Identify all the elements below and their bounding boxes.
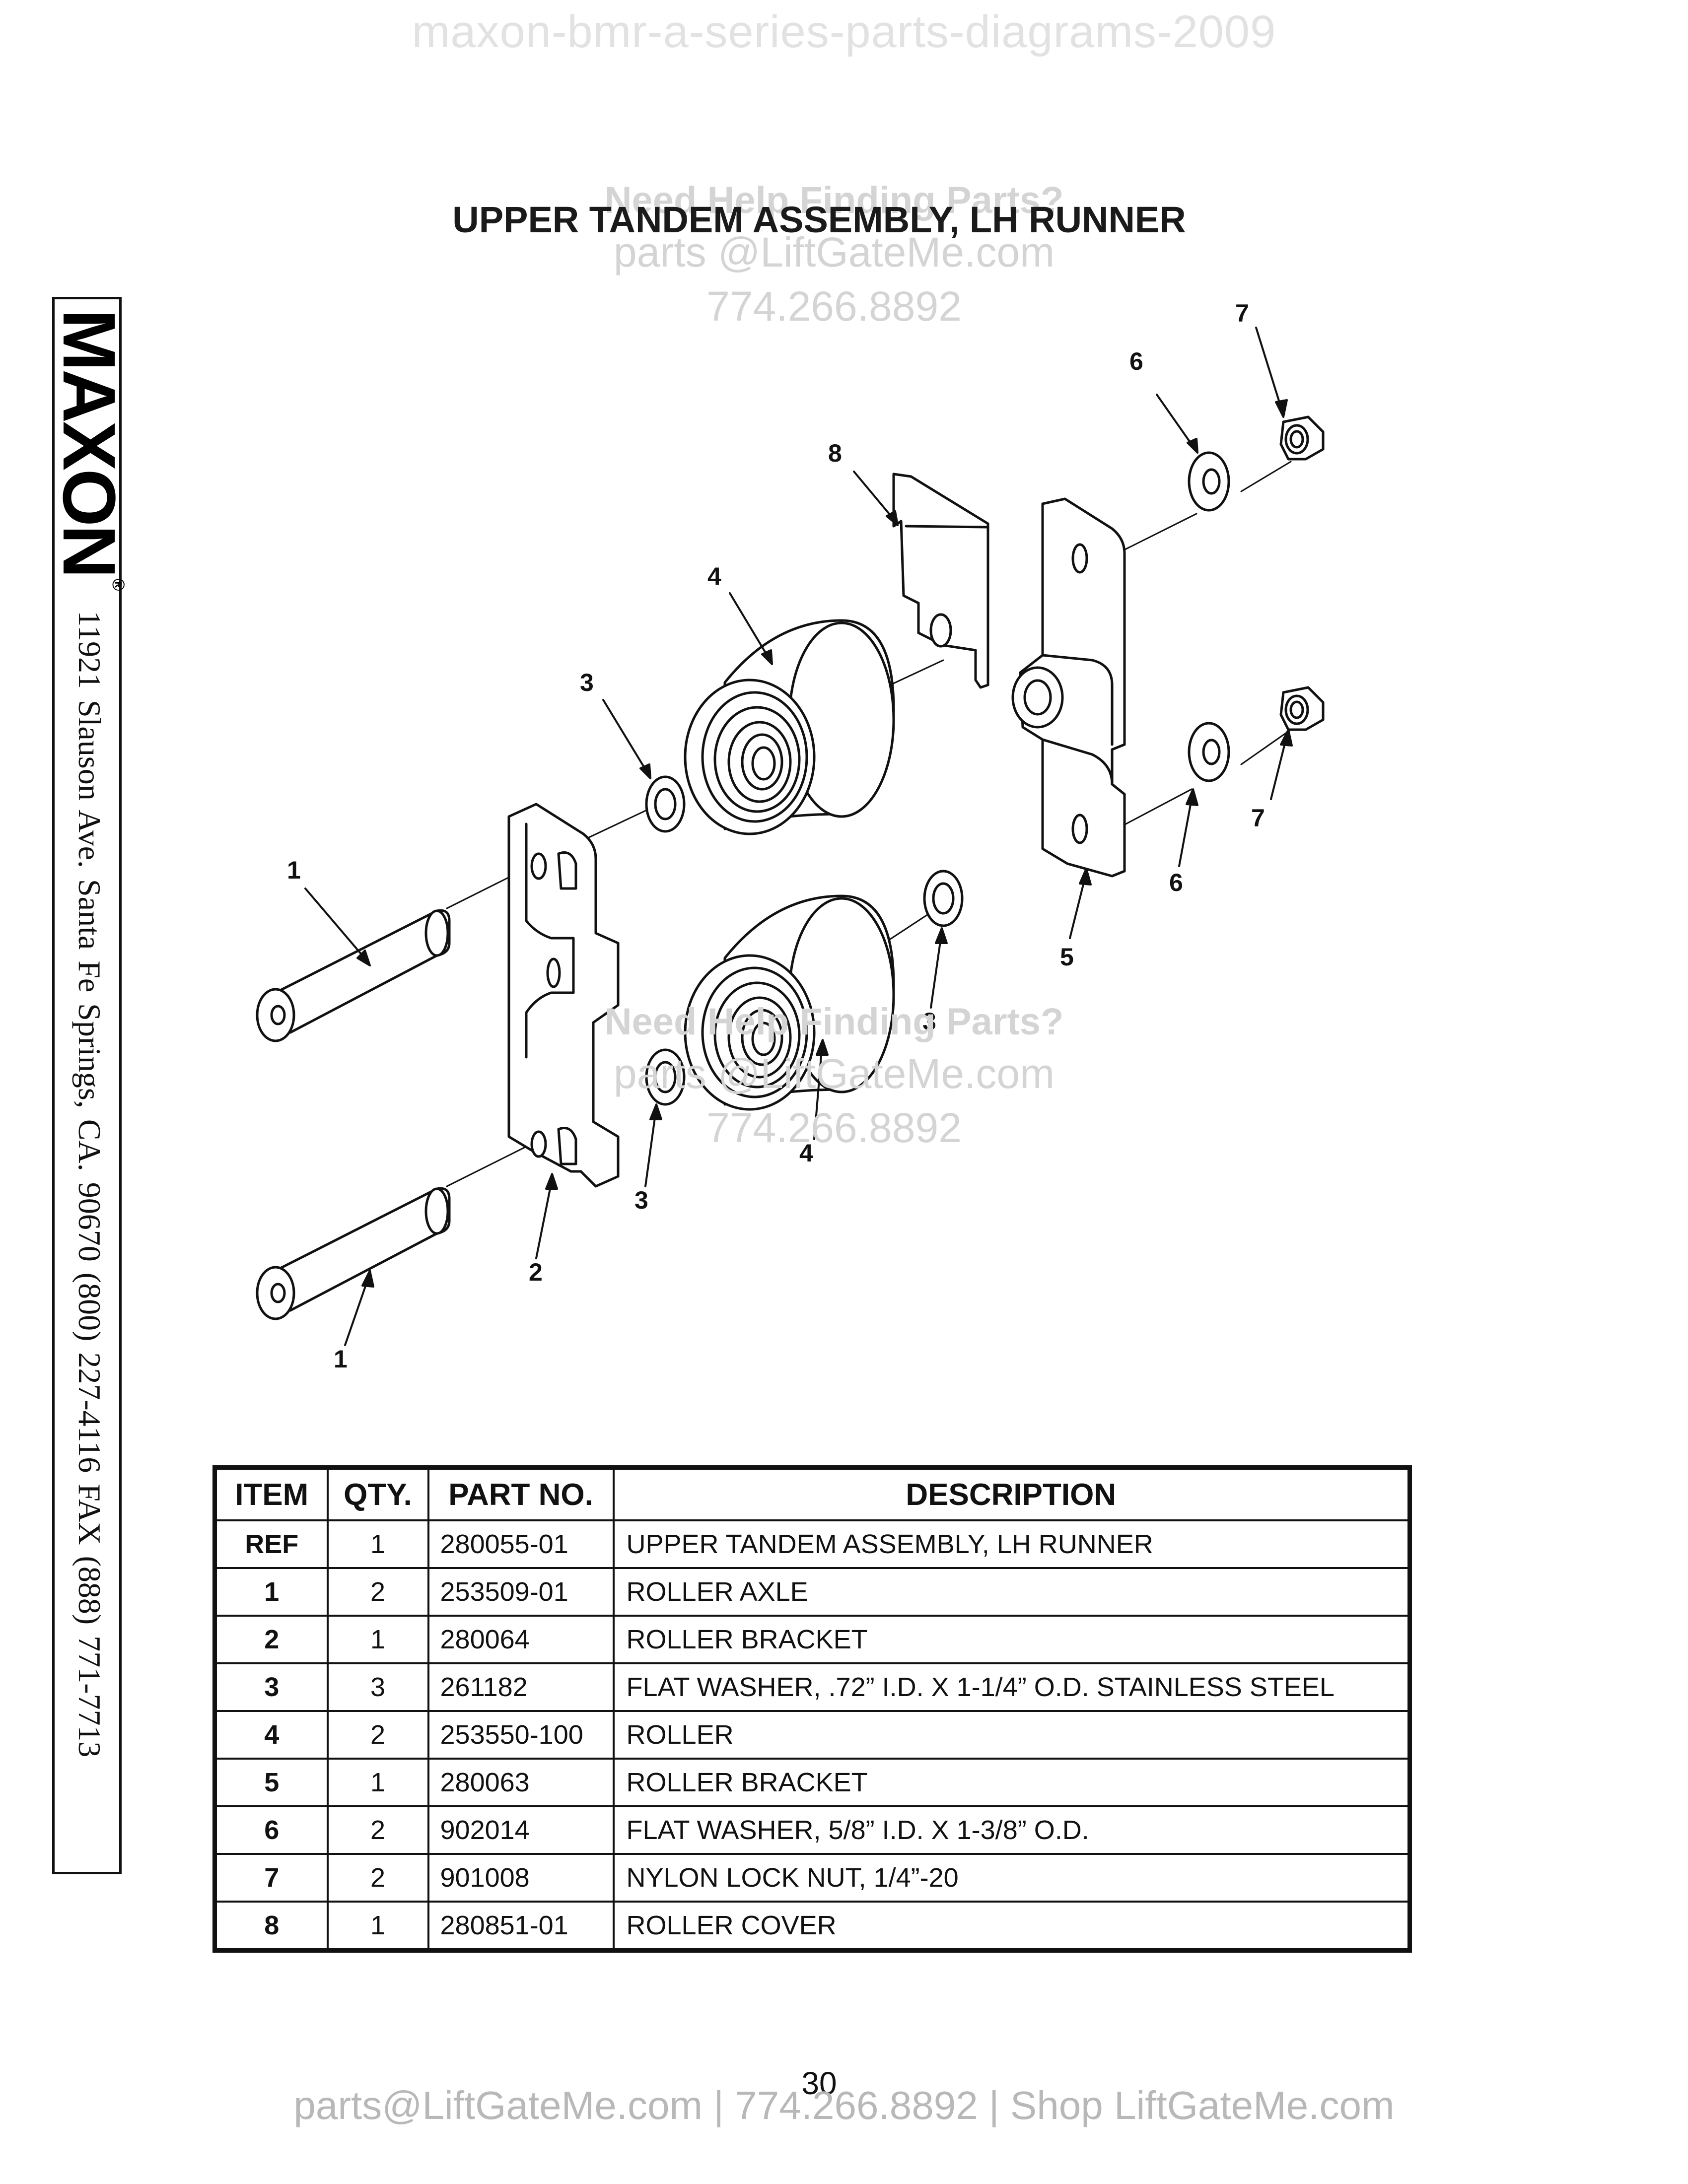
cell-qty: 1	[326, 1901, 429, 1952]
help-heading: Need Help Finding Parts?	[604, 1001, 1064, 1043]
cell-description: FLAT WASHER, .72” I.D. X 1-1/4” O.D. STA…	[612, 1662, 1411, 1712]
cell-part-no: 253509-01	[427, 1567, 615, 1617]
table-header-row: ITEM QTY. PART NO. DESCRIPTION	[213, 1466, 1411, 1521]
cell-part-no: 280064	[427, 1615, 615, 1664]
cell-item: 2	[213, 1615, 329, 1664]
table-row: 6 2 902014 FLAT WASHER, 5/8” I.D. X 1-3/…	[213, 1805, 1411, 1855]
help-watermark-top: Need Help Finding Parts? parts @LiftGate…	[536, 176, 1132, 334]
header-part-no: PART NO.	[427, 1466, 615, 1521]
company-sidebar: MAXON® 11921 Slauson Ave. Santa Fe Sprin…	[48, 297, 131, 1874]
lock-nut-lower	[1279, 686, 1325, 731]
cell-description: UPPER TANDEM ASSEMBLY, LH RUNNER	[612, 1519, 1411, 1569]
help-heading: Need Help Finding Parts?	[604, 179, 1064, 221]
roller-bracket-right	[1011, 497, 1126, 878]
cell-description: ROLLER BRACKET	[612, 1615, 1411, 1664]
header-qty: QTY.	[326, 1466, 429, 1521]
exploded-parts-diagram: 1 1 2 3 3 3 4 4 5 6 6 7 7 8	[256, 299, 1325, 1373]
leader-lines	[304, 327, 1293, 1346]
roller-upper	[684, 619, 895, 835]
page-title: UPPER TANDEM ASSEMBLY, LH RUNNER	[452, 199, 1186, 240]
table-row: 4 2 253550-100 ROLLER	[213, 1710, 1411, 1760]
page-number: 30	[801, 2065, 837, 2101]
flat-washer-right-lower	[1188, 722, 1230, 782]
roller-axle-upper	[256, 909, 451, 1042]
callout-7-upper: 7	[1235, 299, 1249, 327]
cell-part-no: 280055-01	[427, 1519, 615, 1569]
header-item: ITEM	[213, 1466, 329, 1521]
table-row: 8 1 280851-01 ROLLER COVER	[213, 1901, 1411, 1952]
roller-cover	[892, 473, 989, 689]
callout-3-upper: 3	[580, 669, 594, 696]
cell-qty: 3	[326, 1662, 429, 1712]
callout-4-upper: 4	[707, 562, 721, 590]
table-row: 7 2 901008 NYLON LOCK NUT, 1/4”-20	[213, 1853, 1411, 1903]
cell-description: ROLLER COVER	[612, 1901, 1411, 1952]
help-phone: 774.266.8892	[706, 282, 962, 330]
cell-qty: 2	[326, 1710, 429, 1760]
cell-item: 4	[213, 1710, 329, 1760]
table-row: 5 1 280063 ROLLER BRACKET	[213, 1758, 1411, 1807]
callout-7-lower: 7	[1251, 804, 1265, 832]
cell-part-no: 280063	[427, 1758, 615, 1807]
callout-3-lower: 3	[634, 1186, 648, 1214]
cell-part-no: 901008	[427, 1853, 615, 1903]
cell-qty: 2	[326, 1567, 429, 1617]
lock-nut-upper	[1279, 415, 1325, 461]
cell-description: FLAT WASHER, 5/8” I.D. X 1-3/8” O.D.	[612, 1805, 1411, 1855]
parts-table: ITEM QTY. PART NO. DESCRIPTION REF 1 280…	[212, 1465, 1412, 1953]
cell-qty: 1	[326, 1519, 429, 1569]
callout-5: 5	[1060, 943, 1074, 971]
roller-axle-lower	[256, 1187, 451, 1320]
callout-8: 8	[828, 439, 842, 467]
callout-6-lower: 6	[1169, 869, 1183, 896]
cell-description: NYLON LOCK NUT, 1/4”-20	[612, 1853, 1411, 1903]
callout-1-lower: 1	[334, 1345, 348, 1373]
cell-qty: 1	[326, 1758, 429, 1807]
cell-item: 1	[213, 1567, 329, 1617]
callout-2: 2	[529, 1258, 543, 1286]
cell-qty: 2	[326, 1805, 429, 1855]
cell-description: ROLLER BRACKET	[612, 1758, 1411, 1807]
flat-washer-mid	[923, 870, 964, 927]
cell-part-no: 253550-100	[427, 1710, 615, 1760]
table-row: 1 2 253509-01 ROLLER AXLE	[213, 1567, 1411, 1617]
roller-lower	[684, 894, 895, 1111]
cell-part-no: 261182	[427, 1662, 615, 1712]
cell-item: 5	[213, 1758, 329, 1807]
help-watermark-mid: Need Help Finding Parts? parts @LiftGate…	[536, 998, 1132, 1155]
roller-bracket-left	[507, 803, 620, 1188]
cell-item: REF	[213, 1519, 329, 1569]
flat-washer-right-upper	[1188, 451, 1230, 512]
table-row: 3 3 261182 FLAT WASHER, .72” I.D. X 1-1/…	[213, 1662, 1411, 1712]
callout-6-upper: 6	[1129, 347, 1143, 375]
footer-contact: parts@LiftGateMe.com | 774.266.8892 | Sh…	[293, 2083, 1395, 2127]
cell-item: 3	[213, 1662, 329, 1712]
cell-part-no: 902014	[427, 1805, 615, 1855]
cell-qty: 1	[326, 1615, 429, 1664]
help-email: parts @LiftGateMe.com	[613, 228, 1055, 275]
callout-4-lower: 4	[799, 1139, 813, 1167]
flat-washer-lower-left	[645, 1048, 686, 1106]
header-description: DESCRIPTION	[612, 1466, 1411, 1521]
cell-qty: 2	[326, 1853, 429, 1903]
help-email: parts @LiftGateMe.com	[613, 1050, 1055, 1097]
flat-washer-upper-left	[645, 775, 686, 833]
callout-3-mid: 3	[922, 1008, 936, 1035]
help-phone: 774.266.8892	[706, 1104, 962, 1151]
cell-description: ROLLER	[612, 1710, 1411, 1760]
cell-item: 6	[213, 1805, 329, 1855]
callout-1-upper: 1	[287, 856, 301, 884]
table-row: REF 1 280055-01 UPPER TANDEM ASSEMBLY, L…	[213, 1519, 1411, 1569]
cell-item: 8	[213, 1901, 329, 1952]
cell-item: 7	[213, 1853, 329, 1903]
cell-description: ROLLER AXLE	[612, 1567, 1411, 1617]
top-watermark: maxon-bmr-a-series-parts-diagrams-2009	[412, 6, 1276, 57]
cell-part-no: 280851-01	[427, 1901, 615, 1952]
table-row: 2 1 280064 ROLLER BRACKET	[213, 1615, 1411, 1664]
